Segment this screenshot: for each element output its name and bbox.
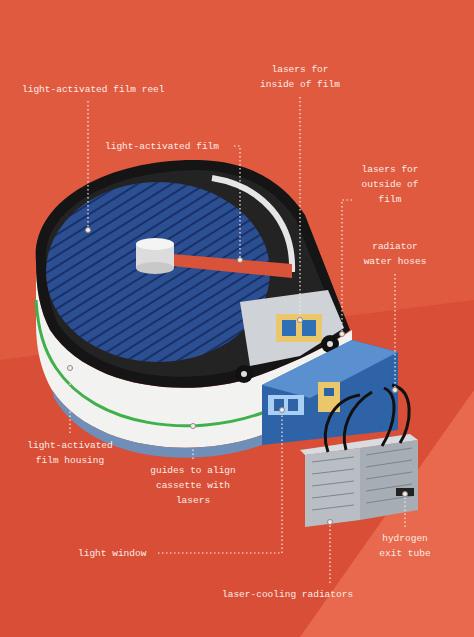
radiator-fin: [366, 460, 412, 467]
radiator-water-hoses: [325, 385, 409, 452]
laser-cooling-radiator: [360, 440, 418, 520]
callout-label: lasers for outside of film: [357, 162, 423, 207]
leader-dots: [68, 228, 408, 525]
window-cell: [288, 399, 298, 411]
radiator-fin: [312, 481, 354, 486]
leader-line: [192, 428, 193, 459]
laser-emitter: [282, 320, 296, 336]
leader-dot: [238, 258, 243, 263]
radiator-fin: [312, 493, 354, 498]
inner-laser-block: [276, 314, 322, 342]
leader-dot: [403, 492, 408, 497]
radiator-top: [300, 434, 418, 455]
leader-dot: [280, 408, 285, 413]
leader-line: [234, 146, 240, 258]
leader-dot: [393, 388, 398, 393]
reel-hub-top: [136, 238, 174, 250]
callout-label: radiator water hoses: [360, 239, 430, 269]
roller-hub: [241, 371, 247, 377]
leader-dot: [86, 228, 91, 233]
hose: [392, 385, 409, 443]
laser-unit-top: [262, 340, 398, 398]
leader-line: [299, 97, 300, 318]
roller-hub: [327, 341, 333, 347]
callout-label: guides to align cassette with lasers: [149, 463, 237, 508]
hydrogen-exit-tube: [396, 488, 414, 496]
light-window: [268, 395, 304, 415]
housing-rim: [36, 160, 350, 388]
callout-label: light-activated film: [105, 139, 230, 154]
radiator-fin: [312, 469, 354, 474]
film-guide-wall: [212, 178, 292, 272]
radiator-fin: [312, 457, 354, 462]
callout-label: lasers for inside of film: [255, 62, 345, 92]
laser-cooling-radiator: [305, 448, 360, 527]
leader-dot: [298, 318, 303, 323]
leader-dot: [328, 520, 333, 525]
leader-line: [69, 370, 70, 433]
laser-emitter: [302, 320, 316, 336]
callout-label: hydrogen exit tube: [374, 531, 436, 561]
hose: [325, 395, 360, 452]
radiator-fin: [366, 472, 412, 479]
leader-lines: [70, 97, 405, 583]
leader-dot: [68, 366, 73, 371]
roller: [235, 365, 253, 383]
callout-label: light window: [78, 546, 154, 561]
laser-unit: [262, 340, 398, 445]
leader-line: [342, 200, 352, 332]
callout-label: laser-cooling radiators: [222, 587, 362, 602]
callout-label: light-activated film housing: [22, 438, 118, 468]
film-strip: [172, 254, 292, 278]
callout-label: light-activated film reel: [22, 82, 182, 97]
leader-dot: [340, 332, 345, 337]
leader-line: [87, 101, 88, 228]
radiator-fin: [366, 448, 412, 455]
leader-line: [329, 524, 330, 583]
radiator-fins: [312, 448, 412, 510]
radiator-fin: [312, 505, 354, 510]
leader-line: [394, 274, 395, 388]
leader-dot: [191, 424, 196, 429]
hose: [344, 392, 372, 450]
reel-hub-base: [136, 262, 174, 274]
hose: [382, 388, 394, 446]
laser-emitter: [324, 388, 334, 396]
leader-line: [404, 496, 405, 527]
